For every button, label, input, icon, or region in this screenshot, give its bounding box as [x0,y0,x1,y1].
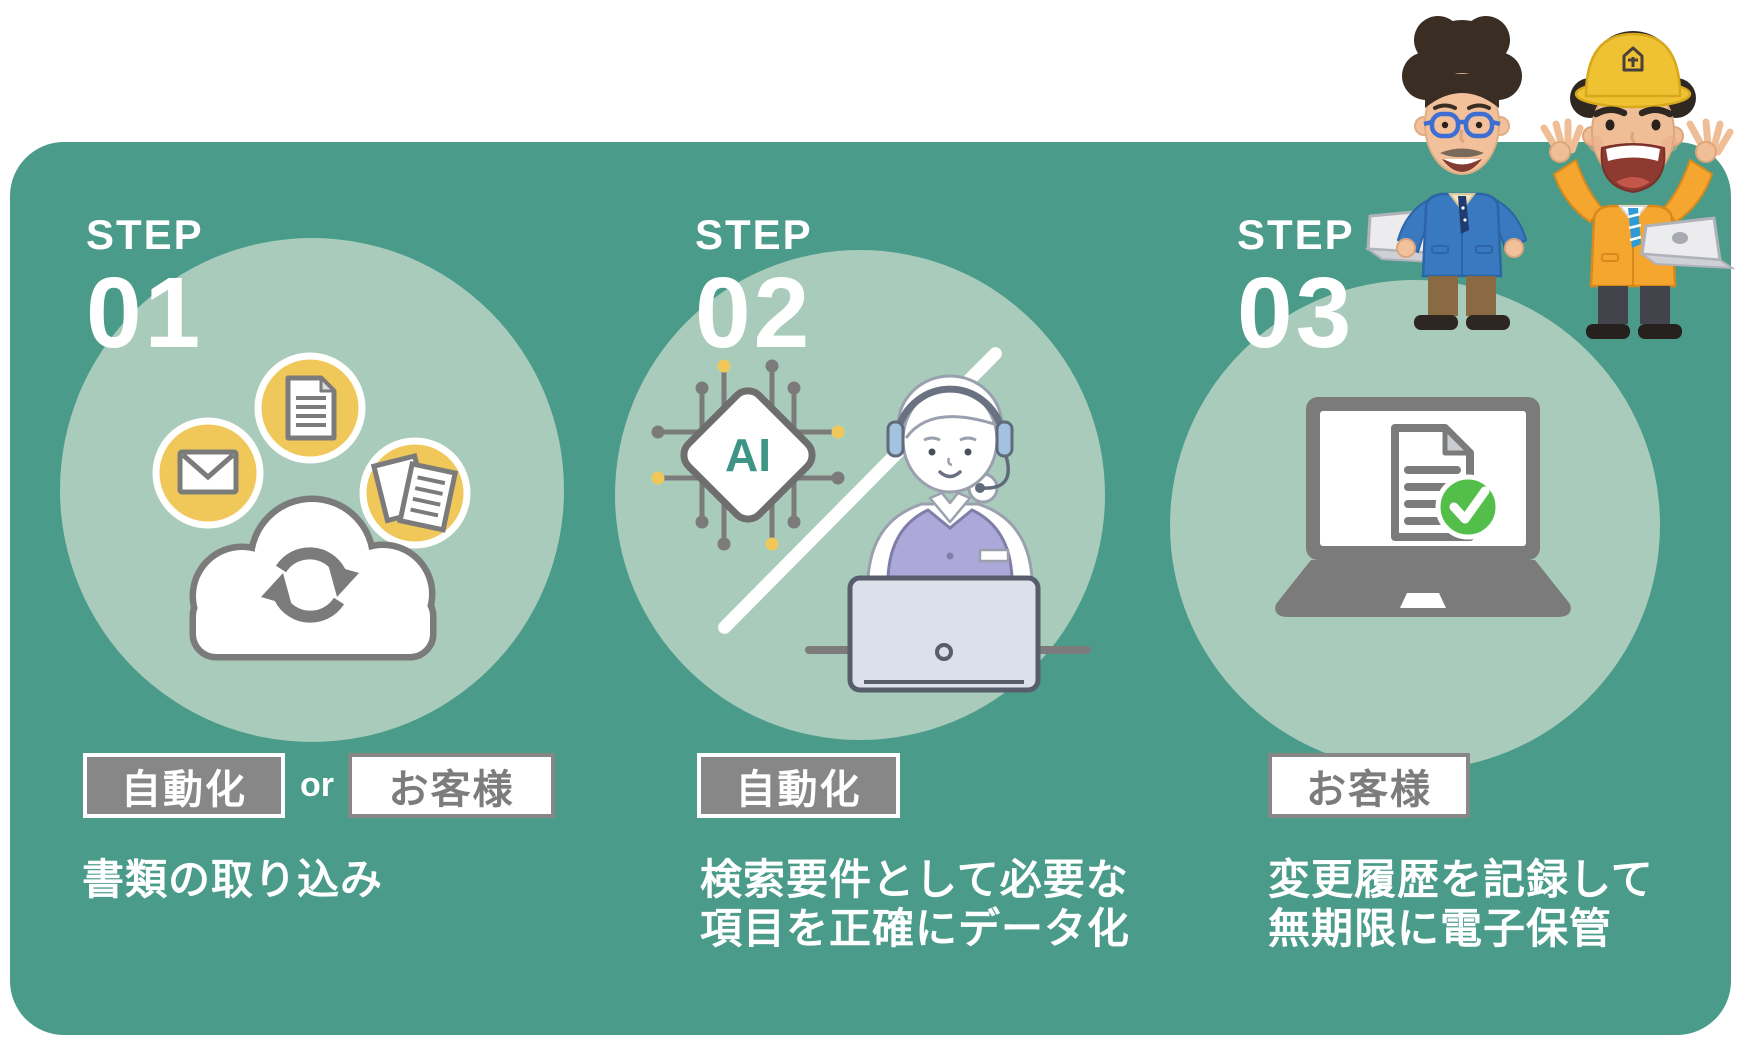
step3-description-line2: 無期限に電子保管 [1268,905,1613,952]
step1-badge-or: or [300,766,334,804]
step1-badge-automation: 自動化 [83,753,285,818]
step2-description-line2: 項目を正確にデータ化 [700,905,1131,952]
step2-number: 02 [695,257,813,369]
step3-description: 変更履歴を記録して 無期限に電子保管 [1268,855,1654,953]
step3-description-line1: 変更履歴を記録して [1268,856,1654,903]
glasses-icon [1423,111,1501,139]
sync-icon [274,547,346,623]
step2-description-line1: 検索要件として必要な [700,856,1129,903]
step1-header: STEP 01 [86,211,204,369]
worker-glasses-character [1364,16,1528,330]
cloud-sync-with-documents-icon [152,352,471,661]
cloud-icon [189,495,437,661]
papers-bubble-icon [359,437,471,549]
step1-number: 01 [86,257,204,369]
document-bubble-icon [254,352,366,464]
ai-chip-icon: AI [651,359,845,551]
step3-header: STEP 03 [1237,211,1355,369]
step3-number: 03 [1237,257,1355,369]
step1-description-line1: 書類の取り込み [82,856,384,903]
step1-description: 書類の取り込み [82,855,383,904]
worker-helmet-character [1540,31,1736,339]
step1-label: STEP [86,211,204,258]
step3-label: STEP [1237,211,1355,258]
helmet-laughing-head [1570,31,1696,194]
mail-bubble-icon [152,417,264,529]
check-icon [1435,474,1501,540]
step1-badge-customer: お客様 [348,753,555,818]
step3-badge-customer: お客様 [1268,753,1470,818]
held-laptop-icon [1638,216,1736,270]
afro-glasses-head [1402,16,1522,175]
step2-label: STEP [695,211,813,258]
ai-chip-label: AI [725,429,771,481]
step2-header: STEP 02 [695,211,813,369]
helmet-logo-icon [1622,46,1644,72]
call-operator-icon [847,374,1041,693]
laptop-document-check-icon [1275,397,1571,617]
step2-description: 検索要件として必要な 項目を正確にデータ化 [700,855,1130,953]
step2-badge-automation: 自動化 [697,753,900,818]
